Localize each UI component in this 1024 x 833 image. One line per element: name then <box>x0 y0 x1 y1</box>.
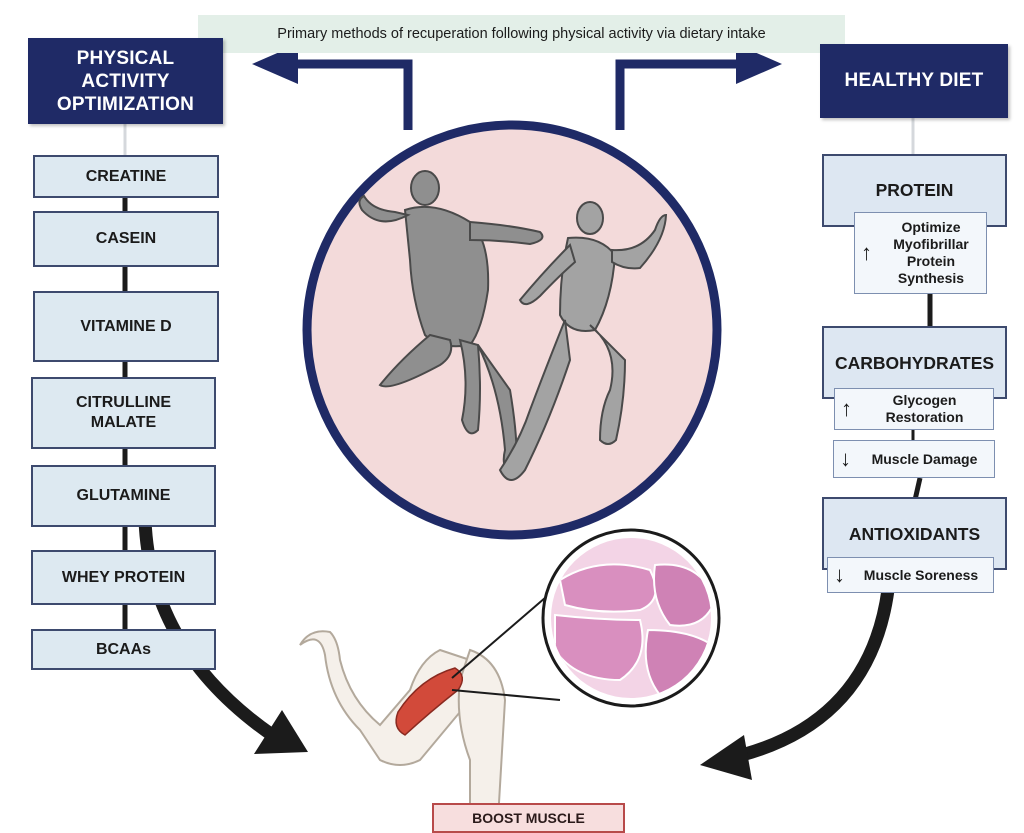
supplement-box-whey-protein: WHEY PROTEIN <box>31 550 216 605</box>
effect-box-glycogen-restoration: ↑ Glycogen Restoration <box>834 388 994 430</box>
supplement-label: GLUTAMINE <box>76 487 171 504</box>
effect-text: Optimize Myofibrillar Protein Synthesis <box>893 219 969 286</box>
supplement-label: CREATINE <box>85 167 167 185</box>
left-column-header: PHYSICAL ACTIVITY OPTIMIZATION <box>28 38 223 124</box>
split-arrows <box>252 44 782 130</box>
nutrient-label: PROTEIN <box>875 180 954 200</box>
up-arrow-icon: ↑ <box>861 240 872 265</box>
right-arrow-head <box>736 44 782 84</box>
right-curved-arrow-head <box>700 735 752 780</box>
outcome-box-boost-muscle: BOOST MUSCLE <box>432 803 625 833</box>
up-arrow-icon: ↑ <box>841 396 852 421</box>
male-athlete-figure <box>358 170 544 480</box>
outcome-label: BOOST MUSCLE <box>472 810 585 826</box>
left-arrow-head <box>252 44 298 84</box>
effect-box-protein-synthesis: ↑ Optimize Myofibrillar Protein Synthesi… <box>854 212 987 294</box>
right-header-text: HEALTHY DIET <box>844 70 984 91</box>
supplement-label: WHEY PROTEIN <box>61 568 186 586</box>
down-arrow-icon: ↓ <box>834 562 845 587</box>
diagram-title-text: Primary methods of recuperation followin… <box>277 26 766 42</box>
zoom-line <box>451 689 561 701</box>
right-spine-line <box>912 477 923 501</box>
right-curved-arrow <box>740 589 895 762</box>
supplement-box-casein: CASEIN <box>33 211 219 267</box>
effect-text: Muscle Soreness <box>863 566 979 583</box>
effect-box-muscle-damage: ↓ Muscle Damage <box>833 440 995 478</box>
effect-text: Glycogen Restoration <box>885 392 964 425</box>
supplement-box-bcaas: BCAAs <box>31 629 216 670</box>
zoom-line <box>451 584 561 679</box>
supplement-box-creatine: CREATINE <box>33 155 219 198</box>
muscle-tissue-zoom <box>541 528 721 708</box>
effect-text: Muscle Damage <box>871 450 978 467</box>
supplement-box-citrulline-malate: CITRULLINE MALATE <box>31 377 216 449</box>
nutrient-label: ANTIOXIDANTS <box>848 524 981 544</box>
nutrient-label: CARBOHYDRATES <box>834 353 995 373</box>
arm-illustration <box>299 584 561 820</box>
female-athlete-figure <box>498 201 668 481</box>
right-column-header: HEALTHY DIET <box>820 44 1008 118</box>
diagram-title: Primary methods of recuperation followin… <box>198 15 845 53</box>
left-curved-arrow-head <box>254 710 308 754</box>
nutrient-box-carbohydrates: CARBOHYDRATES <box>822 326 1007 399</box>
supplement-label: CITRULLINE MALATE <box>75 394 172 431</box>
effect-box-muscle-soreness: ↓ Muscle Soreness <box>827 557 994 593</box>
supplement-label: CASEIN <box>95 230 157 247</box>
supplement-label: BCAAs <box>95 640 152 658</box>
left-header-text: PHYSICAL ACTIVITY OPTIMIZATION <box>56 47 195 115</box>
supplement-box-vitamine-d: VITAMINE D <box>33 291 219 362</box>
down-arrow-icon: ↓ <box>840 446 851 471</box>
supplement-box-glutamine: GLUTAMINE <box>31 465 216 527</box>
supplement-label: VITAMINE D <box>80 317 172 335</box>
